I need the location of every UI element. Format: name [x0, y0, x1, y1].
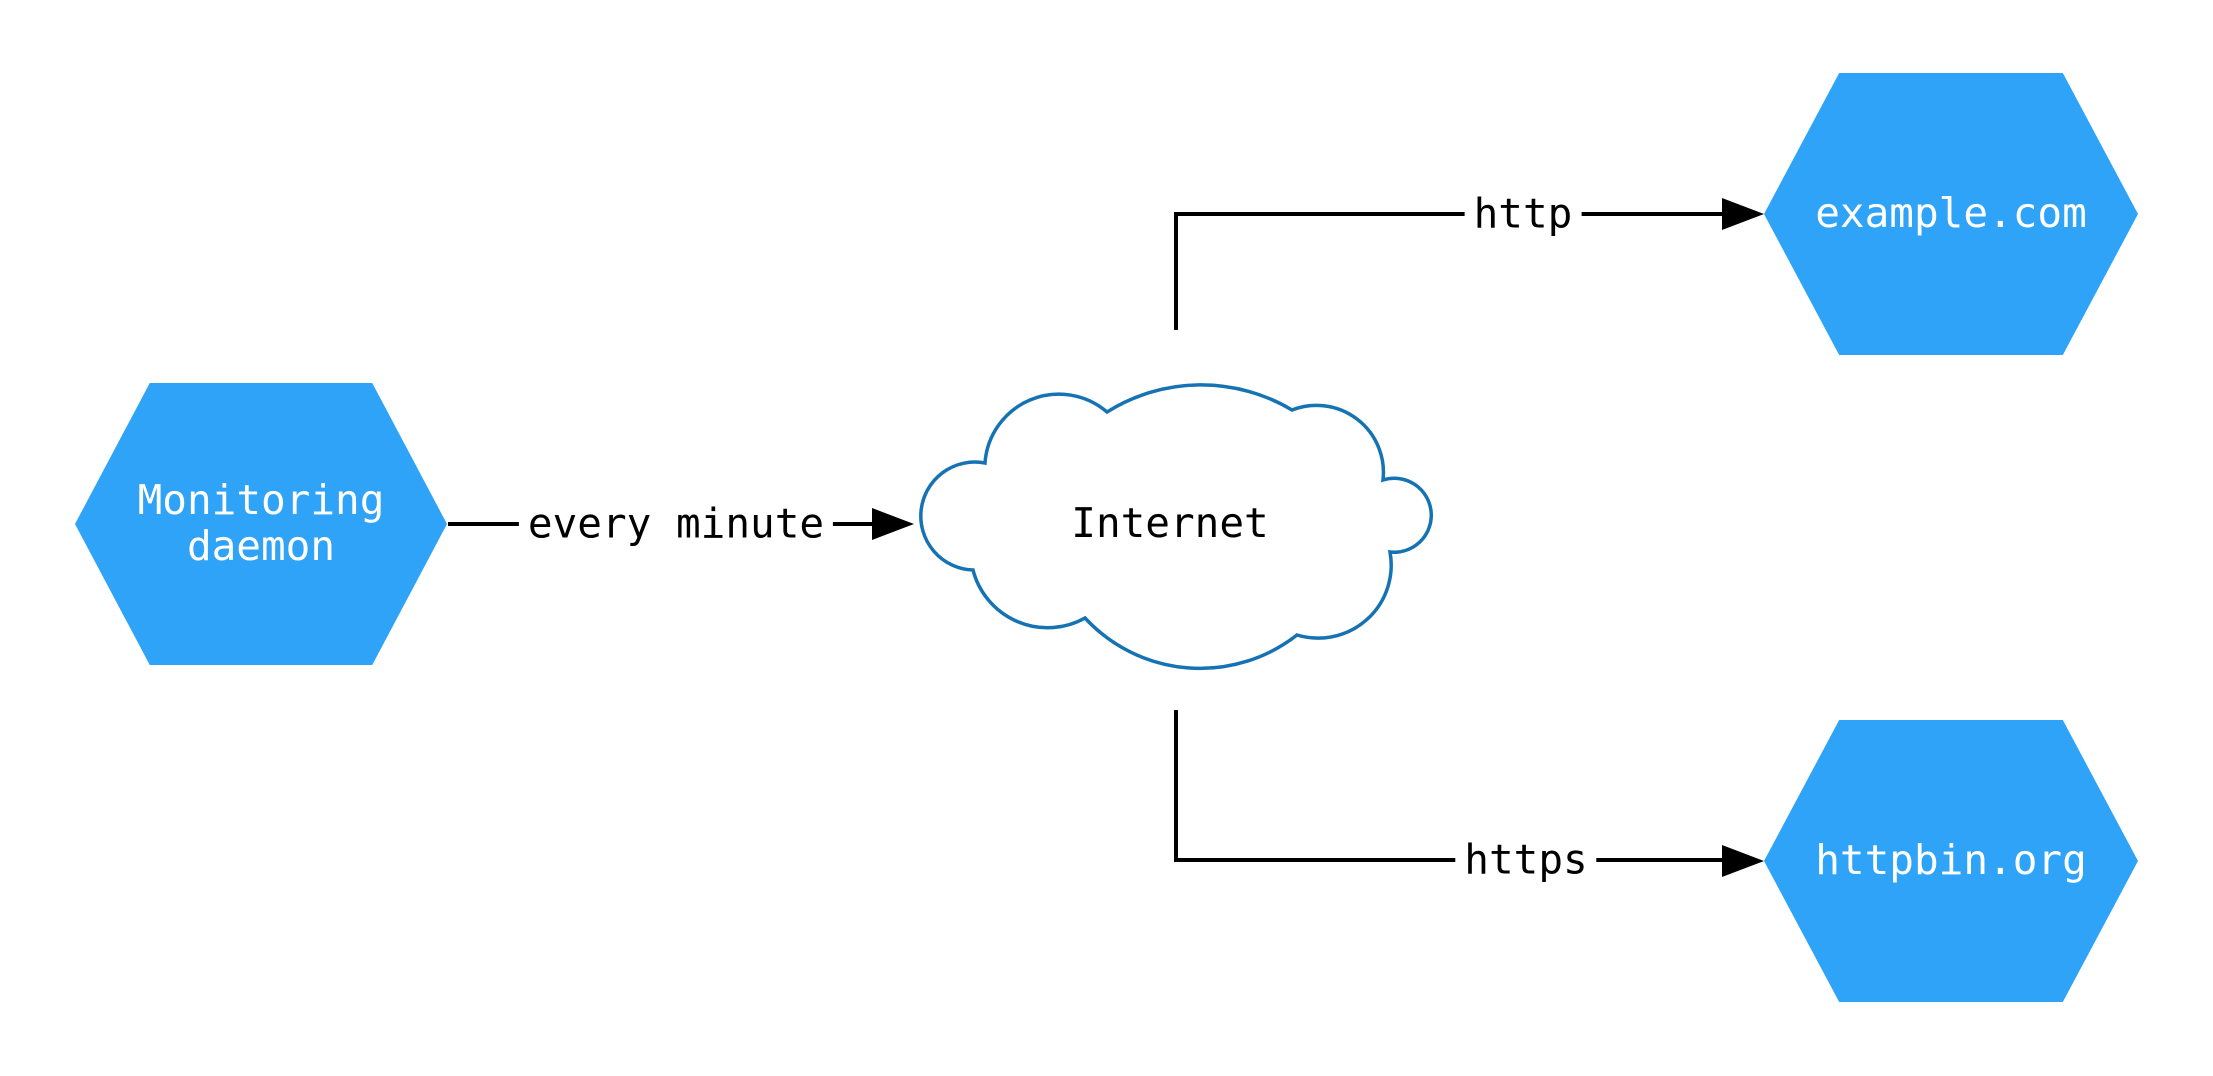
arrowhead-every-minute — [872, 508, 914, 540]
edge-label-every-minute: every minute — [518, 502, 834, 546]
httpbin-org-node: httpbin.org — [1764, 720, 2138, 1002]
arrowhead-http — [1722, 198, 1764, 230]
internet-cloud-icon — [919, 383, 1433, 671]
edge-line-https — [1174, 710, 1724, 862]
edge-label-https: https — [1455, 838, 1597, 882]
example-com-node: example.com — [1764, 73, 2138, 355]
internet-cloud-label: Internet — [1071, 499, 1269, 547]
httpbin-org-label: httpbin.org — [1815, 836, 2087, 885]
example-com-label: example.com — [1815, 189, 2087, 238]
arrowhead-https — [1722, 845, 1764, 877]
edge-label-http: http — [1464, 192, 1582, 236]
edge-line-http — [1174, 212, 1724, 330]
monitoring-daemon-label-line2: daemon — [186, 522, 336, 570]
monitoring-daemon-node: Monitoring daemon — [75, 383, 447, 665]
monitoring-daemon-label: Monitoring daemon — [137, 476, 385, 570]
monitoring-daemon-label-line1: Monitoring — [137, 476, 385, 525]
